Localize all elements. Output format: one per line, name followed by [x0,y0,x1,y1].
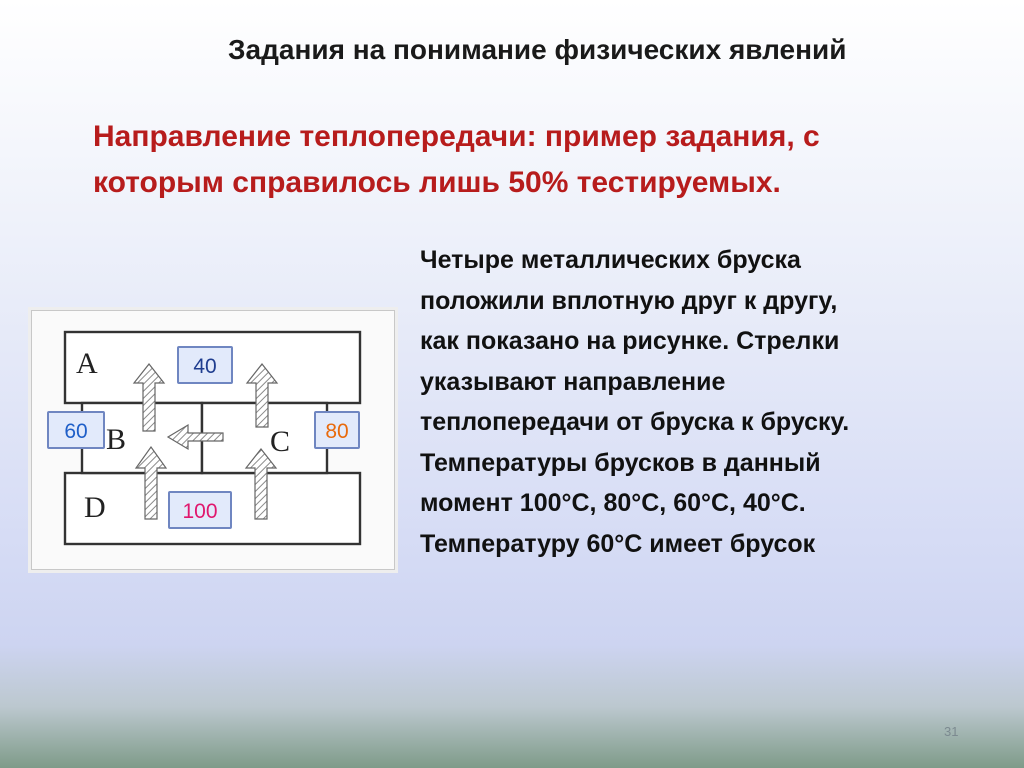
task-line: момент 100°С, 80°С, 60°С, 40°С. [420,489,806,517]
arrow-up-icon [245,363,279,428]
temperature-label-c: 80 [314,411,360,449]
task-line: положили вплотную друг к другу, [420,286,838,315]
temperature-value-a: 40 [193,355,217,378]
temperature-value-b: 60 [64,420,88,443]
subtitle-line: Направление теплопередачи: пример задани… [93,120,820,153]
task-text: Четыре металлических бруска положили впл… [420,240,980,564]
slide-number: 31 [944,724,959,739]
temperature-value-c: 80 [325,420,349,443]
temperature-label-d: 100 [168,491,232,529]
bar-label-b: B [106,423,126,456]
arrow-up-icon [132,363,166,432]
temperature-label-b: 60 [47,411,105,449]
task-line: Четыре металлических бруска [420,246,801,274]
task-line: как показано на рисунке. Стрелки [420,327,840,355]
task-subtitle: Направление теплопередачи: пример задани… [93,114,973,206]
bar-label-d: D [84,491,106,524]
task-line: указывают направление [420,367,726,396]
diagram-drawing: A B C D [63,330,362,546]
arrow-up-icon [244,448,278,520]
temperature-label-a: 40 [177,346,233,384]
task-line: Температуру 60°С имеет брусок [420,529,816,558]
arrow-left-icon [166,423,224,451]
bar-label-c: C [270,425,290,458]
task-line: теплопередачи от бруска к бруску. [420,408,850,436]
temperature-value-d: 100 [182,500,218,523]
task-line: Температуры брусков в данный [420,448,821,477]
slide-title: Задания на понимание физических явлений [228,34,847,65]
bar-label-a: A [76,347,98,380]
subtitle-line: которым справилось лишь 50% тестируемых. [93,166,781,199]
arrow-up-icon [134,445,168,520]
heat-transfer-diagram: A B C D 40 60 80 100 [31,310,395,570]
